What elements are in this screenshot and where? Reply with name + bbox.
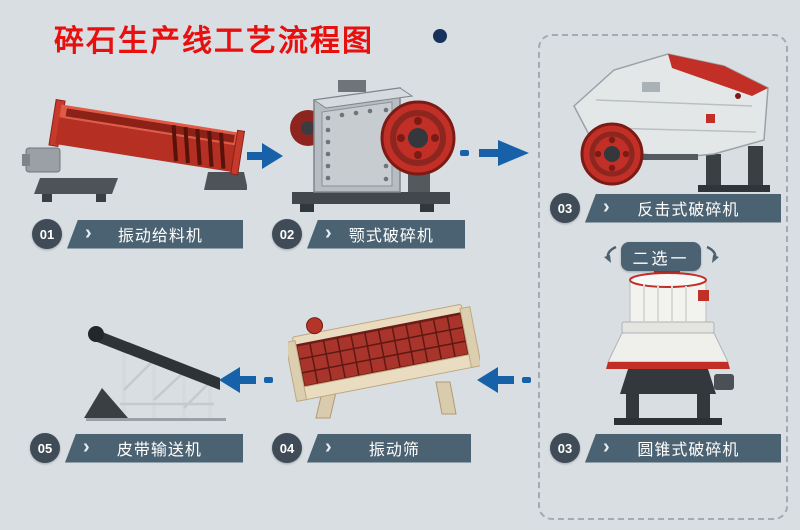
choose-one-badge: 二选一: [621, 242, 701, 271]
station-label-ribbon: › 振动筛: [307, 433, 471, 463]
arrow-right-icon: [247, 143, 283, 169]
station-number-badge: 03: [550, 193, 580, 223]
station-number-badge: 02: [272, 219, 302, 249]
choose-one-group-box: [538, 34, 788, 520]
chevron-right-icon: ›: [603, 195, 610, 218]
cone-crusher-illustration: [606, 266, 734, 425]
jaw-crusher-illustration: [290, 80, 456, 212]
chevron-right-icon: ›: [603, 435, 610, 458]
station-label-ribbon: › 振动给料机: [67, 219, 243, 249]
station-label: 颚式破碎机: [348, 228, 434, 245]
station-01-vibrating-feeder: 01 › 振动给料机: [32, 219, 243, 249]
station-number-badge: 03: [550, 433, 580, 463]
swoosh-left-icon: [604, 245, 617, 263]
swoosh-right-icon: [706, 245, 719, 263]
chevron-right-icon: ›: [85, 221, 92, 244]
station-label: 反击式破碎机: [637, 202, 740, 219]
station-label-ribbon: › 颚式破碎机: [307, 219, 465, 249]
station-03-impact-crusher: 03 › 反击式破碎机: [550, 193, 781, 223]
station-04-vibrating-screen: 04 › 振动筛: [272, 433, 471, 463]
station-number-badge: 04: [272, 433, 302, 463]
vibrating-feeder-illustration: [22, 99, 247, 202]
title-dot: [433, 29, 447, 43]
arrow-left-icon: [219, 367, 273, 393]
station-label-ribbon: › 皮带输送机: [65, 433, 243, 463]
impact-crusher-illustration: [573, 53, 770, 192]
station-label: 圆锥式破碎机: [637, 442, 740, 459]
station-label-ribbon: › 反击式破碎机: [585, 193, 781, 223]
station-label: 振动给料机: [117, 228, 203, 245]
chevron-right-icon: ›: [325, 435, 332, 458]
belt-conveyor-illustration: [84, 326, 226, 421]
arrow-right-icon: [460, 140, 529, 166]
station-label-ribbon: › 圆锥式破碎机: [585, 433, 781, 463]
chevron-right-icon: ›: [325, 221, 332, 244]
station-03-cone-crusher: 03 › 圆锥式破碎机: [550, 433, 781, 463]
vibrating-screen-illustration: [288, 304, 480, 419]
station-label: 振动筛: [368, 442, 420, 459]
station-02-jaw-crusher: 02 › 颚式破碎机: [272, 219, 465, 249]
station-number-badge: 05: [30, 433, 60, 463]
chevron-right-icon: ›: [83, 435, 90, 458]
arrow-left-icon: [477, 367, 531, 393]
station-05-belt-conveyor: 05 › 皮带输送机: [30, 433, 243, 463]
station-label: 皮带输送机: [116, 442, 202, 459]
page-title: 碎石生产线工艺流程图: [54, 25, 374, 58]
station-number-badge: 01: [32, 219, 62, 249]
